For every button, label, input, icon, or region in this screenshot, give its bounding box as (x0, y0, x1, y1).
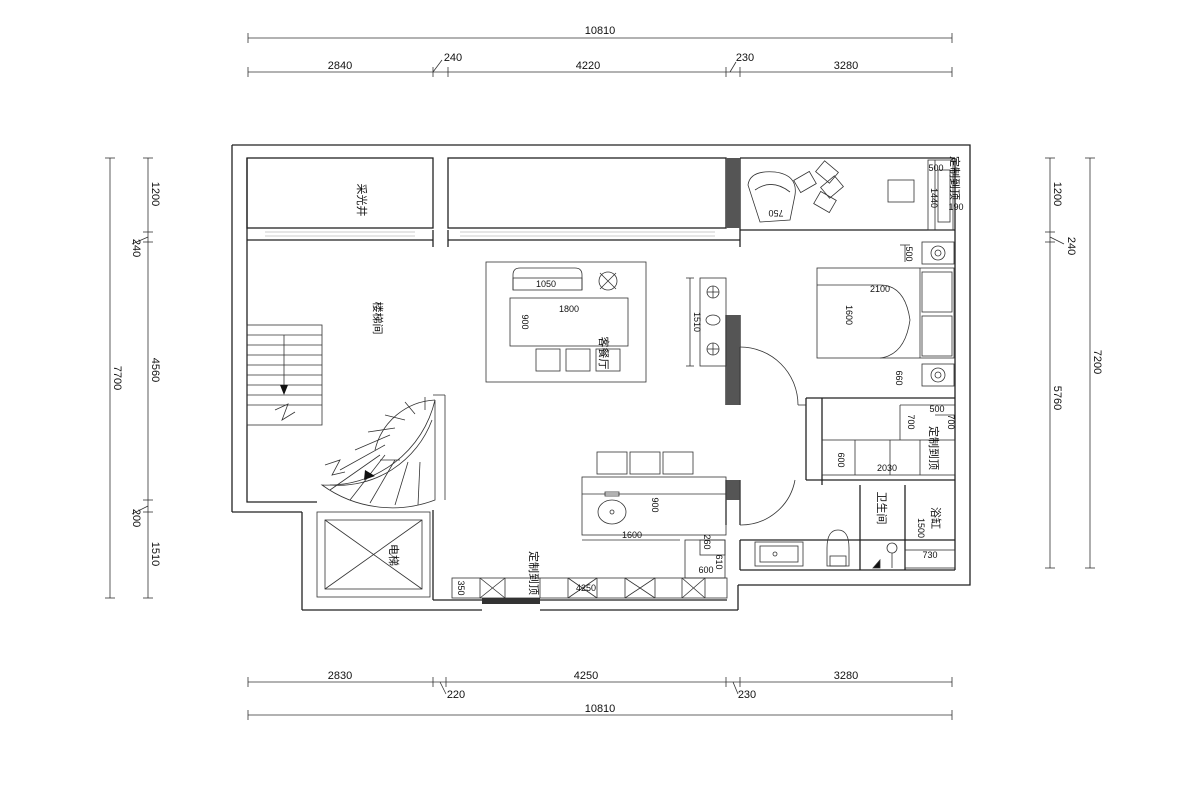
anno-4250: 4250 (576, 583, 596, 593)
anno-500: 500 (928, 163, 943, 173)
anno-350: 350 (456, 580, 466, 595)
anno-1600: 1600 (844, 305, 854, 325)
anno-1600b: 1600 (622, 530, 642, 540)
bathroom-fixtures (754, 529, 956, 569)
room-label-lightwell: 采光井 (355, 184, 369, 217)
stairwell: 楼梯间 (246, 302, 446, 509)
dim-top-a: 2840 (328, 60, 352, 72)
anno-2100: 2100 (870, 284, 890, 294)
anno-900: 900 (520, 314, 530, 329)
anno-1510: 1510 (692, 312, 702, 332)
lightwell: 采光井 (355, 184, 369, 217)
stair-arrow-1 (280, 385, 288, 395)
anno-1050: 1050 (536, 279, 556, 289)
dim-bottom-d: 230 (738, 689, 756, 701)
anno-700: 700 (906, 414, 916, 429)
dim-left-a: 1200 (149, 182, 161, 206)
dim-right-b: 240 (1065, 237, 1077, 255)
bed (816, 241, 955, 387)
dim-right-c: 5760 (1051, 386, 1063, 410)
dim-right-a: 1200 (1051, 182, 1063, 206)
wall-fills (482, 158, 740, 604)
lounge-chair (747, 160, 844, 223)
dim-left-d: 200 (130, 509, 142, 527)
dim-left-total: 7700 (111, 366, 123, 390)
anno-500c: 500 (929, 404, 944, 414)
dim-bottom-total: 10810 (585, 703, 616, 715)
anno-750: 750 (768, 208, 783, 218)
dim-top-d: 230 (736, 52, 754, 64)
bottom-cabinet (451, 539, 728, 599)
anno-600b: 600 (698, 565, 713, 575)
anno-260: 260 (702, 534, 712, 549)
anno-190: 190 (948, 202, 963, 212)
anno-600: 600 (836, 452, 846, 467)
label-custom-top: 定制到顶 (948, 156, 962, 200)
top-dimensions (247, 33, 953, 77)
anno-1500: 1500 (916, 518, 926, 538)
anno-730: 730 (922, 550, 937, 560)
room-label-stairwell: 楼梯间 (371, 302, 385, 335)
dim-bottom-a: 2830 (328, 670, 352, 682)
label-custom-bottom: 定制到顶 (527, 551, 541, 595)
tv-wall-unit (686, 277, 727, 367)
dining-table-area (485, 261, 647, 383)
dim-top-c: 4220 (576, 60, 600, 72)
dim-left-e: 1510 (149, 542, 161, 566)
dim-left-b: 240 (130, 239, 142, 257)
dim-bottom-b: 220 (447, 689, 465, 701)
right-dimensions (1045, 157, 1095, 569)
dim-top-e: 3280 (834, 60, 858, 72)
anno-2030: 2030 (877, 463, 897, 473)
room-label-elevator: 电梯 (387, 544, 400, 566)
dim-right-total: 7200 (1091, 350, 1103, 374)
anno-1440: 1440 (929, 188, 939, 208)
stair-arrow-2 (364, 470, 375, 480)
dim-bottom-c: 4250 (574, 670, 598, 682)
anno-900b: 900 (650, 497, 660, 512)
kitchen-island (581, 451, 727, 541)
room-label-bathtub: 浴缸 (929, 507, 943, 529)
doors (739, 346, 806, 526)
room-label-bathroom: 卫生间 (875, 492, 889, 525)
bottom-dimensions (247, 677, 953, 720)
label-custom-mid: 定制到顶 (927, 426, 941, 470)
anno-500b: 500 (904, 246, 914, 261)
anno-700b: 700 (946, 414, 956, 429)
straight-stairs (246, 324, 323, 426)
dim-top-total: 10810 (585, 25, 616, 37)
desk-wardrobe (887, 159, 954, 231)
left-dimensions (105, 157, 153, 599)
anno-1800: 1800 (559, 304, 579, 314)
dim-top-b: 240 (444, 52, 462, 64)
spiral-stairs (320, 394, 446, 509)
anno-660: 660 (894, 370, 904, 385)
window-lines (265, 231, 715, 237)
room-label-living: 客餐厅 (597, 337, 611, 370)
dim-bottom-e: 3280 (834, 670, 858, 682)
wardrobe-strip (821, 404, 956, 476)
elevator (316, 511, 431, 598)
anno-610: 610 (714, 554, 724, 569)
dim-left-c: 4560 (149, 358, 161, 382)
